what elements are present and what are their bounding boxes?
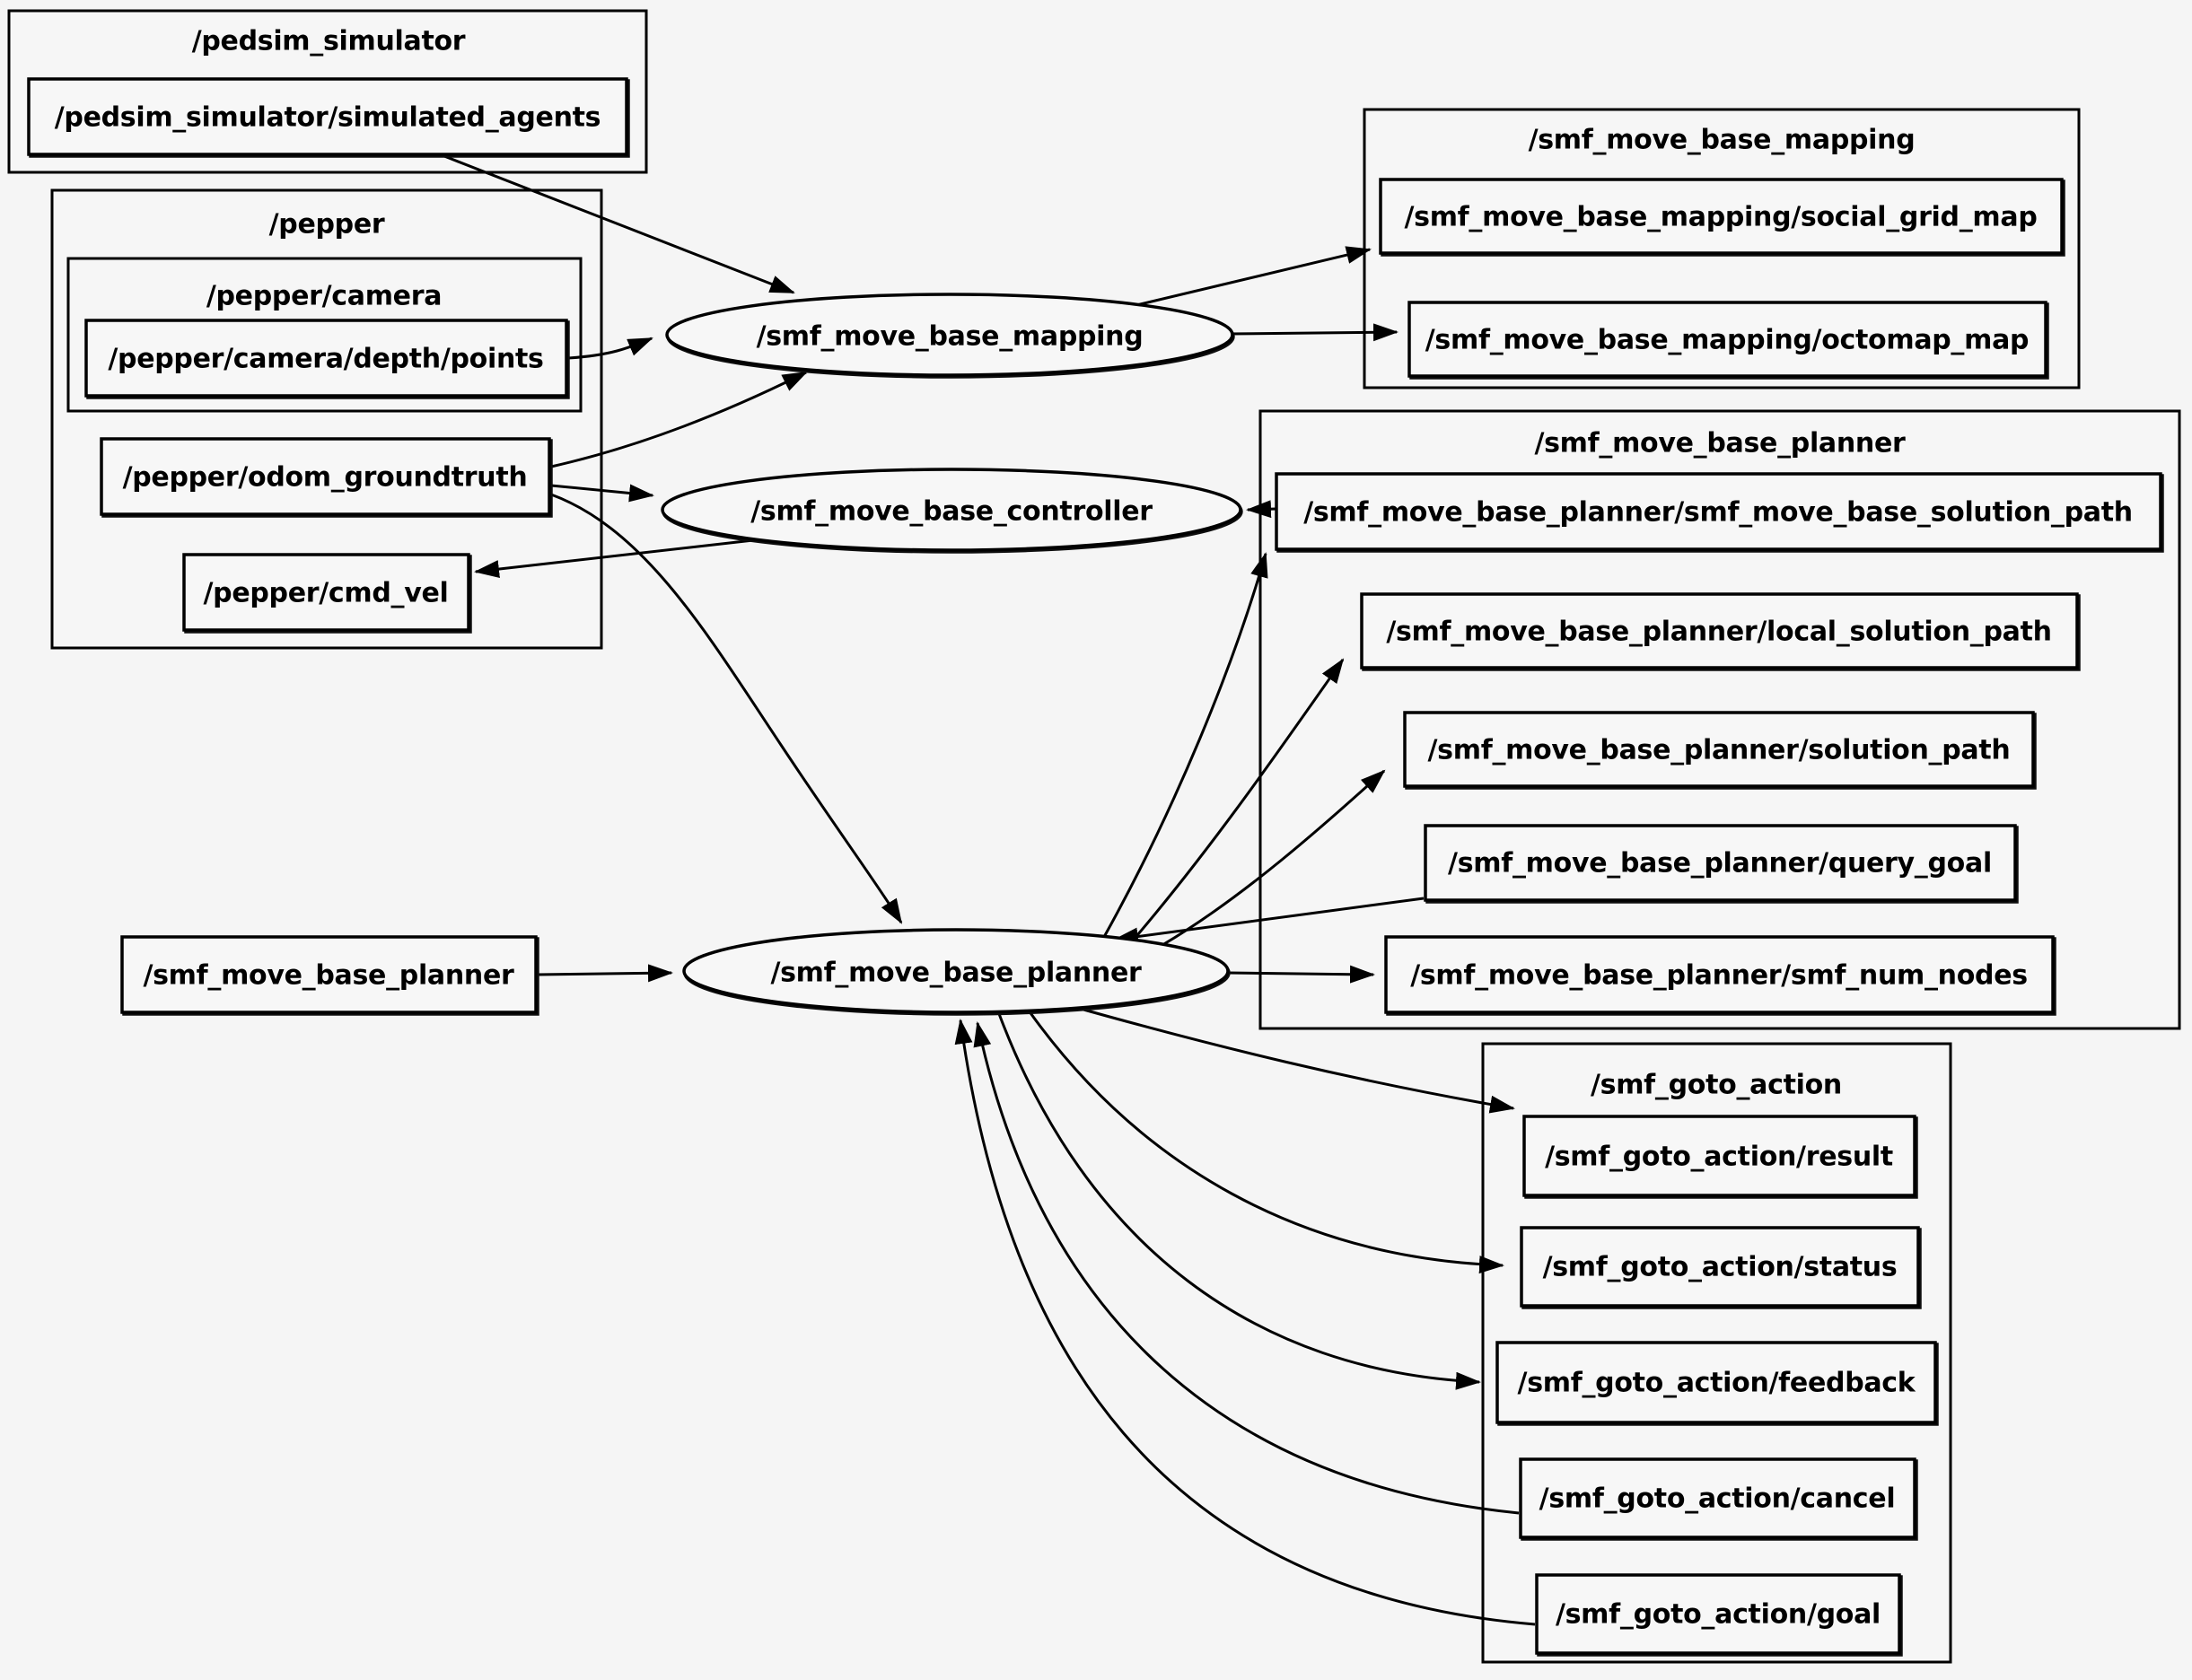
edge-simulated-agents-to-mapping-node bbox=[443, 154, 795, 294]
topic-feedback: /smf_goto_action/feedback bbox=[1495, 1341, 1937, 1424]
topic-query-goal-box bbox=[1424, 824, 2017, 902]
node-mapping-label: /smf_move_base_mapping bbox=[757, 321, 1144, 353]
edge-depth-points-to-mapping-node bbox=[567, 337, 653, 360]
topic-social-grid-map-label: /smf_move_base_mapping/social_grid_map bbox=[1404, 202, 2037, 233]
topic-smf-num-nodes: /smf_move_base_planner/smf_num_nodes bbox=[1384, 935, 2055, 1014]
topic-result: /smf_goto_action/result bbox=[1522, 1115, 1916, 1197]
topic-smf-move-base-planner-label: /smf_move_base_planner bbox=[143, 960, 514, 992]
topic-depth-points-box bbox=[84, 319, 568, 398]
topic-cancel-label: /smf_goto_action/cancel bbox=[1539, 1483, 1896, 1515]
node-smf-move-base-mapping: /smf_move_base_mapping bbox=[665, 293, 1234, 377]
topic-status-label: /smf_goto_action/status bbox=[1543, 1252, 1898, 1283]
node-smf-move-base-planner: /smf_move_base_planner bbox=[682, 928, 1230, 1014]
topic-query-goal-label: /smf_move_base_planner/query_goal bbox=[1448, 848, 1992, 879]
topic-result-label: /smf_goto_action/result bbox=[1545, 1142, 1893, 1173]
topic-goal-box bbox=[1535, 1573, 1901, 1655]
node-planner-label: /smf_move_base_planner bbox=[770, 958, 1142, 989]
topic-result-box bbox=[1522, 1115, 1916, 1197]
topic-simulated-agents-box bbox=[27, 77, 628, 156]
topic-depth-points: /pepper/camera/depth/points bbox=[84, 319, 568, 398]
topic-solution-path-box bbox=[1403, 711, 2035, 788]
edge-planner-node-to-feedback bbox=[996, 1011, 1481, 1390]
edge-planner-topic-to-planner-node bbox=[537, 964, 673, 983]
topic-smf-move-base-planner: /smf_move_base_planner bbox=[120, 935, 538, 1014]
goto-container-label: /smf_goto_action bbox=[1591, 1070, 1842, 1101]
planner-container-label: /smf_move_base_planner bbox=[1534, 428, 1906, 459]
edge-planner-node-to-result bbox=[1076, 1006, 1515, 1114]
topic-smf-move-base-solution-path-label: /smf_move_base_planner/smf_move_base_sol… bbox=[1303, 497, 2133, 529]
topic-local-solution-path: /smf_move_base_planner/local_solution_pa… bbox=[1360, 592, 2079, 669]
topic-status-box bbox=[1520, 1226, 1920, 1308]
node-planner-ellipse bbox=[682, 928, 1230, 1014]
topic-smf-move-base-solution-path: /smf_move_base_planner/smf_move_base_sol… bbox=[1275, 472, 2162, 551]
node-controller-label: /smf_move_base_controller bbox=[750, 496, 1153, 528]
topic-local-solution-path-box bbox=[1360, 592, 2079, 669]
edge-planner-node-to-status bbox=[1027, 1010, 1504, 1274]
pepper-camera-container-label: /pepper/camera bbox=[206, 281, 442, 312]
topic-query-goal: /smf_move_base_planner/query_goal bbox=[1424, 824, 2017, 902]
topic-social-grid-map: /smf_move_base_mapping/social_grid_map bbox=[1379, 178, 2064, 255]
topic-cmd-vel-label: /pepper/cmd_vel bbox=[203, 578, 448, 609]
topic-smf-move-base-planner-box bbox=[120, 935, 538, 1014]
edge-controller-node-to-cmd-vel bbox=[474, 538, 762, 579]
topic-simulated-agents: /pedsim_simulator/simulated_agents bbox=[27, 77, 628, 156]
topic-cmd-vel-box bbox=[182, 553, 470, 632]
topic-cmd-vel: /pepper/cmd_vel bbox=[182, 553, 470, 632]
topic-depth-points-label: /pepper/camera/depth/points bbox=[108, 344, 543, 375]
edge-odom-to-mapping-node bbox=[550, 371, 808, 468]
topic-social-grid-map-box bbox=[1379, 178, 2064, 255]
edge-query-goal-to-planner-node bbox=[1113, 897, 1425, 946]
topic-smf-move-base-solution-path-box bbox=[1275, 472, 2162, 551]
topic-octomap-map-box bbox=[1407, 301, 2047, 378]
topic-simulated-agents-label: /pedsim_simulator/simulated_agents bbox=[55, 102, 601, 134]
node-smf-move-base-controller: /smf_move_base_controller bbox=[661, 468, 1242, 552]
topic-solution-path: /smf_move_base_planner/solution_path bbox=[1403, 711, 2035, 788]
topic-smf-num-nodes-label: /smf_move_base_planner/smf_num_nodes bbox=[1410, 960, 2028, 992]
node-mapping-ellipse bbox=[665, 293, 1234, 377]
topic-feedback-label: /smf_goto_action/feedback bbox=[1518, 1368, 1916, 1399]
topic-cancel-box bbox=[1519, 1457, 1916, 1539]
topic-smf-num-nodes-box bbox=[1384, 935, 2055, 1014]
topic-goal-label: /smf_goto_action/goal bbox=[1556, 1599, 1881, 1631]
topic-status: /smf_goto_action/status bbox=[1520, 1226, 1920, 1308]
node-controller-ellipse bbox=[661, 468, 1242, 552]
topic-odom-groundtruth: /pepper/odom_groundtruth bbox=[100, 437, 551, 516]
edge-solution-path-topic-to-controller-node bbox=[1246, 500, 1277, 519]
topic-octomap-map-label: /smf_move_base_mapping/octomap_map bbox=[1425, 325, 2029, 356]
edge-planner-node-to-smf-move-base-solution-path bbox=[1102, 552, 1268, 938]
edge-cancel-to-planner-node bbox=[973, 1021, 1520, 1515]
edge-mapping-node-to-octomap-map bbox=[1229, 323, 1398, 342]
pedsim-container-label: /pedsim_simulator bbox=[192, 26, 466, 57]
topic-odom-groundtruth-box bbox=[100, 437, 551, 516]
edge-planner-node-to-smf-num-nodes bbox=[1227, 965, 1375, 984]
topic-feedback-box bbox=[1495, 1341, 1937, 1424]
topic-cancel: /smf_goto_action/cancel bbox=[1519, 1457, 1916, 1539]
edge-odom-to-planner-node bbox=[550, 493, 903, 924]
topic-odom-groundtruth-label: /pepper/odom_groundtruth bbox=[123, 462, 528, 494]
edge-mapping-node-to-social-grid-map bbox=[1132, 246, 1372, 308]
topic-octomap-map: /smf_move_base_mapping/octomap_map bbox=[1407, 301, 2047, 378]
edge-odom-to-controller-node bbox=[550, 484, 654, 503]
topic-local-solution-path-label: /smf_move_base_planner/local_solution_pa… bbox=[1386, 617, 2051, 648]
pepper-container-label: /pepper bbox=[269, 209, 385, 241]
topic-solution-path-label: /smf_move_base_planner/solution_path bbox=[1428, 735, 2011, 766]
mapping-container-label: /smf_move_base_mapping bbox=[1529, 125, 1916, 156]
topic-goal: /smf_goto_action/goal bbox=[1535, 1573, 1901, 1655]
edge-planner-node-to-local-solution-path bbox=[1131, 658, 1345, 941]
edge-goal-to-planner-node bbox=[954, 1019, 1536, 1626]
edge-planner-node-to-solution-path bbox=[1162, 769, 1386, 947]
